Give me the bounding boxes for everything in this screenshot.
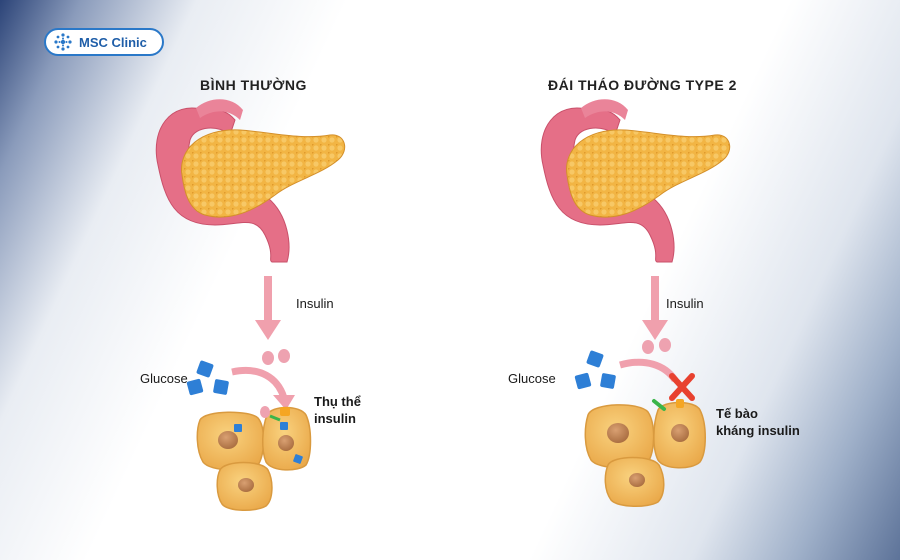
normal-insulin-molecule [278,349,290,363]
normal-bound-insulin [260,406,270,418]
type2-glucose [574,372,592,390]
type2-cell-nucleus [671,424,689,442]
type2-insulin-molecule [659,338,671,352]
type2-glucose-arrow [619,358,678,383]
normal-glucose-arrow [231,367,288,400]
normal-cell-nucleus [278,435,294,451]
resistant-cell-label-line2: kháng insulin [716,423,800,438]
type2-glucose [586,350,604,368]
normal-cell-nucleus [218,431,238,449]
normal-insulin-arrow-head [255,320,281,340]
normal-glucose [213,379,229,395]
type2-intestine-top [581,99,628,120]
normal-glucose [293,454,303,464]
type2-pancreas-group [540,99,731,263]
resistant-cell-label-line1: Tế bào [716,406,758,421]
clinic-logo-icon [54,33,72,51]
type2-cell-nucleus [629,473,645,487]
normal-glucose [186,378,204,396]
normal-glucose [280,422,288,430]
normal-insulin-molecule [262,351,274,365]
logo-text: MSC Clinic [79,34,147,50]
normal-insulin-label: Insulin [296,296,334,311]
normal-pancreas-group [155,99,346,263]
normal-receptor-binding [269,414,281,422]
normal-intestine-top [196,99,243,120]
normal-cell-nucleus [238,478,254,492]
type2-insulin-molecule [642,340,654,354]
receptor-label-line2: insulin [314,411,356,426]
type2-insulin-arrow-shaft [651,276,659,322]
receptor-label-line1: Thụ thể [314,394,361,409]
type2-glucose-label: Glucose [508,371,556,386]
type2-insulin-receptor [676,399,684,408]
type2-cell-nucleus [607,423,629,443]
normal-intestine [155,107,290,263]
normal-glucose-arrow-head [273,395,295,410]
normal-pancreas [181,129,346,218]
normal-glucose [234,424,242,432]
normal-glucose-label: Glucose [140,371,188,386]
type2-panel-title: ĐÁI THÁO ĐƯỜNG TYPE 2 [548,77,737,93]
type2-intestine [540,107,675,263]
msc-clinic-logo: MSC Clinic [44,28,164,56]
blocked-x-icon [669,373,695,401]
normal-insulin-receptor [280,407,290,416]
type2-insulin-arrow-head [642,320,668,340]
type2-receptor [652,399,666,411]
normal-insulin-arrow-shaft [264,276,272,322]
normal-panel-title: BÌNH THƯỜNG [200,77,307,93]
type2-insulin-label: Insulin [666,296,704,311]
normal-glucose [196,360,214,378]
type2-pancreas [566,129,731,218]
type2-glucose [600,373,616,389]
